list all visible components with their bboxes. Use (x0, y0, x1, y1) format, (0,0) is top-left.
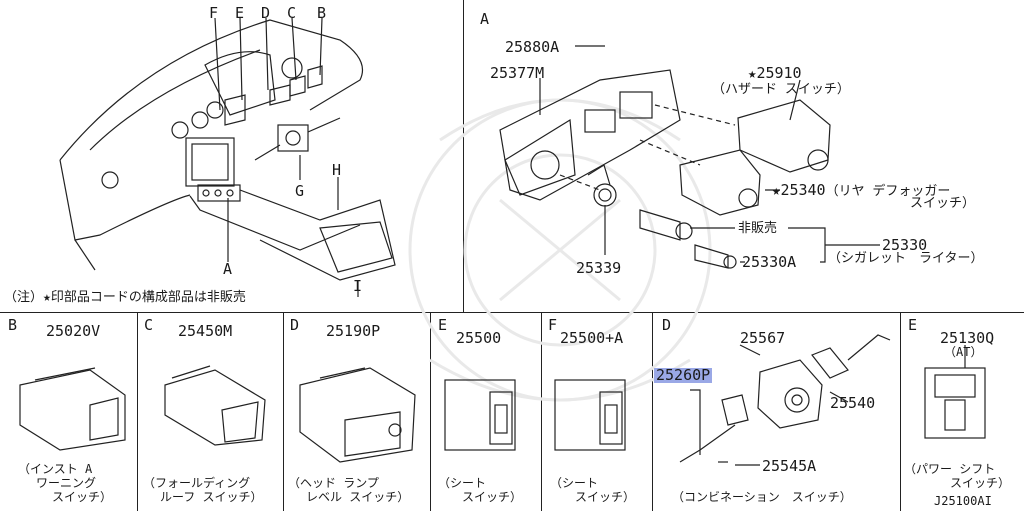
panel-b-letter: B (8, 316, 18, 334)
divider-overview-a (463, 0, 464, 312)
panel-d-letter: D (290, 316, 300, 334)
part-25330a: 25330A (742, 253, 797, 271)
panel-c-desc2: ルーフ スイッチ） (160, 490, 263, 504)
part-25340: ★25340（リヤ デフォッガー (772, 183, 950, 199)
divider-2 (283, 312, 284, 511)
hihanbai-label: 非販売 (738, 221, 778, 236)
overview-letter-g: G (295, 182, 305, 200)
overview-letter-b: B (317, 4, 327, 22)
part-25330-desc: （シガレット ライター） (828, 251, 984, 266)
star-mark: ★ (748, 66, 757, 82)
panel-f-desc1: （シート (550, 476, 599, 490)
panel-e2-part: 25130Q (940, 329, 995, 347)
part-25545a: 25545A (762, 457, 817, 475)
divider-horizontal (0, 312, 1024, 313)
panel-c-desc1: （フォールディング (143, 476, 251, 490)
panel-f-part: 25500+A (560, 329, 624, 347)
overview-letter-d: D (261, 4, 271, 22)
combo-desc: （コンビネーション スイッチ） (672, 490, 852, 504)
divider-5 (652, 312, 653, 511)
bottom-panels-drawing (19, 334, 986, 466)
overview-letter-c: C (287, 4, 297, 22)
panel-e2-desc2: スイッチ） (950, 476, 1011, 490)
divider-6 (900, 312, 901, 511)
watermark-emblem (408, 98, 712, 402)
part-25340-number: 25340 (780, 181, 826, 199)
panel-e2-desc1: （パワー シフト (904, 462, 996, 476)
panel-d-part: 25190P (326, 322, 381, 340)
part-25540: 25540 (830, 394, 876, 412)
panel-d-desc1: （ヘッド ランプ (288, 476, 379, 490)
overview-letter-a: A (223, 260, 233, 278)
part-25330: 25330 (882, 236, 928, 254)
panel-e2-sub: （AT） (944, 345, 983, 359)
section-a-letter: A (480, 10, 490, 28)
part-25567: 25567 (740, 329, 786, 347)
star-mark: ★ (772, 183, 781, 199)
panel-b-desc3: スイッチ） (52, 490, 113, 504)
part-25339: 25339 (576, 259, 622, 277)
section-a-drawing (499, 45, 880, 269)
panel-e-desc2: スイッチ） (462, 490, 523, 504)
part-25377m: 25377M (490, 64, 545, 82)
divider-3 (430, 312, 431, 511)
overview-letter-f: F (209, 4, 219, 22)
panel-e-part: 25500 (456, 329, 502, 347)
part-25340-desc2: スイッチ） (910, 196, 976, 211)
panel-f-desc2: スイッチ） (575, 490, 636, 504)
overview-letter-h: H (332, 161, 342, 179)
dashboard-drawing (59, 17, 396, 297)
panel-e2-letter: E (908, 316, 918, 334)
panel-b-part: 25020V (46, 322, 101, 340)
panel-b-desc1: （インスト A (18, 462, 93, 476)
divider-4 (541, 312, 542, 511)
part-25910-desc: （ハザード スイッチ） (712, 82, 850, 97)
panel-b-desc2: ワーニング (36, 476, 97, 490)
part-25910: ★25910 (748, 66, 802, 82)
part-25340-desc1: （リヤ デフォッガー (825, 184, 951, 199)
part-25260p: 25260P (654, 366, 713, 384)
panel-c-letter: C (144, 316, 154, 334)
part-25910-number: 25910 (756, 64, 802, 82)
panel-d-desc2: レベル スイッチ） (306, 490, 410, 504)
overview-note: （注）★印部品コードの構成部品は非販売 (4, 290, 246, 305)
diagram-code: J25100AI (934, 494, 992, 508)
panel-e-desc1: （シート (438, 476, 487, 490)
panel-e-letter: E (438, 316, 448, 334)
part-25880a: 25880A (505, 38, 560, 56)
divider-1 (137, 312, 138, 511)
overview-letter-i: I (353, 277, 363, 295)
overview-letter-e: E (235, 4, 245, 22)
combo-letter: D (662, 316, 672, 334)
panel-c-part: 25450M (178, 322, 233, 340)
panel-f-letter: F (548, 316, 558, 334)
